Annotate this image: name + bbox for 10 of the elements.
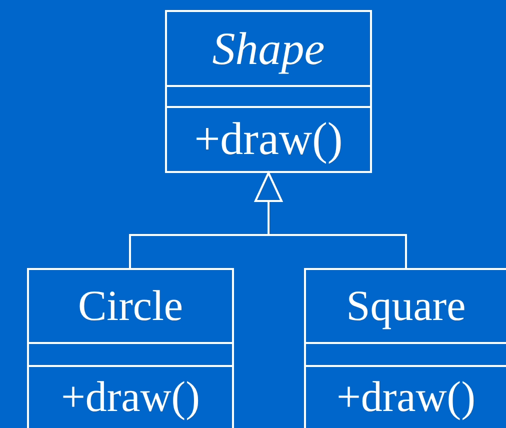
class-box	[304, 268, 506, 428]
class-box	[27, 268, 234, 428]
class-name: Circle	[78, 284, 184, 328]
inheritance-arrow	[254, 172, 407, 268]
method-text: +draw()	[336, 376, 476, 419]
class-name: Square	[346, 284, 466, 328]
method-text: +draw()	[61, 376, 200, 419]
class-box	[165, 10, 372, 173]
method-text: +draw()	[194, 116, 343, 162]
class-name: Shape	[212, 26, 325, 72]
